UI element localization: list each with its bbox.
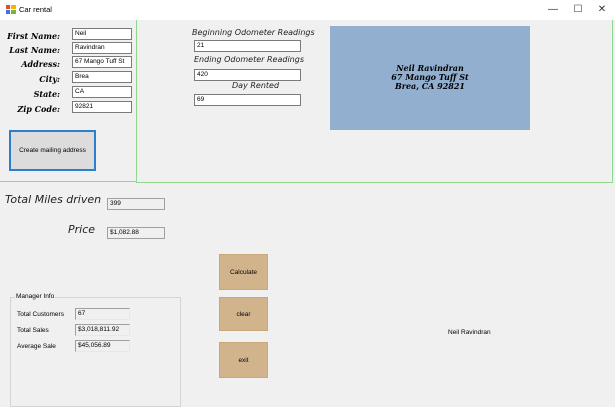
total-miles-value: 399 bbox=[107, 198, 165, 210]
zip-field[interactable]: 92821 bbox=[72, 101, 132, 113]
address-label: Address: bbox=[21, 59, 60, 69]
mailing-address-panel: Neil Ravindran 67 Mango Tuff St Brea, CA… bbox=[330, 26, 530, 130]
total-customers-value: 67 bbox=[75, 308, 130, 320]
city-field[interactable]: Brea bbox=[72, 71, 132, 83]
mailing-city-state-zip: Brea, CA 92821 bbox=[394, 81, 465, 91]
clear-button[interactable]: clear bbox=[219, 297, 268, 331]
price-value: $1,082.88 bbox=[107, 227, 165, 239]
city-label: City: bbox=[39, 74, 60, 84]
price-label: Price bbox=[68, 223, 96, 236]
average-sale-label: Average Sale bbox=[17, 343, 56, 350]
beginning-odometer-field[interactable]: 21 bbox=[194, 40, 301, 52]
maximize-button[interactable]: ☐ bbox=[573, 4, 583, 15]
title-bar bbox=[0, 0, 615, 20]
days-rented-field[interactable]: 69 bbox=[194, 94, 301, 106]
zip-label: Zip Code: bbox=[17, 104, 60, 114]
first-name-label: First Name: bbox=[7, 31, 60, 41]
last-name-field[interactable]: Ravindran bbox=[72, 42, 132, 54]
days-rented-label: Day Rented bbox=[232, 81, 280, 90]
customer-name-label: Neil Ravindran bbox=[448, 329, 491, 336]
address-field[interactable]: 67 Mango Tuff St bbox=[72, 56, 132, 68]
mailing-name: Neil Ravindran bbox=[396, 63, 464, 73]
create-mailing-address-button[interactable]: Create mailing address bbox=[9, 130, 96, 171]
customer-group-divider bbox=[0, 181, 137, 183]
calculate-button[interactable]: Calculate bbox=[219, 254, 268, 290]
exit-button[interactable]: exit bbox=[219, 342, 268, 378]
ending-odometer-field[interactable]: 420 bbox=[194, 69, 301, 81]
window-title: Car rental bbox=[19, 5, 52, 14]
average-sale-value: $45,056.89 bbox=[75, 340, 130, 352]
close-button[interactable]: ✕ bbox=[597, 4, 607, 15]
app-icon bbox=[6, 5, 16, 14]
total-customers-label: Total Customers bbox=[17, 311, 64, 318]
mailing-street: 67 Mango Tuff St bbox=[391, 72, 469, 82]
last-name-label: Last Name: bbox=[9, 45, 60, 55]
total-sales-label: Total Sales bbox=[17, 327, 49, 334]
beginning-odometer-label: Beginning Odometer Readings bbox=[192, 28, 315, 37]
odometer-group-box bbox=[136, 20, 613, 183]
total-miles-label: Total Miles driven bbox=[5, 193, 102, 206]
manager-info-title: Manager Info bbox=[15, 293, 56, 300]
ending-odometer-label: Ending Odometer Readings bbox=[194, 55, 304, 64]
first-name-field[interactable]: Neil bbox=[72, 28, 132, 40]
total-sales-value: $3,018,811.92 bbox=[75, 324, 130, 336]
state-field[interactable]: CA bbox=[72, 86, 132, 98]
minimize-button[interactable]: — bbox=[548, 4, 558, 15]
state-label: State: bbox=[33, 89, 60, 99]
